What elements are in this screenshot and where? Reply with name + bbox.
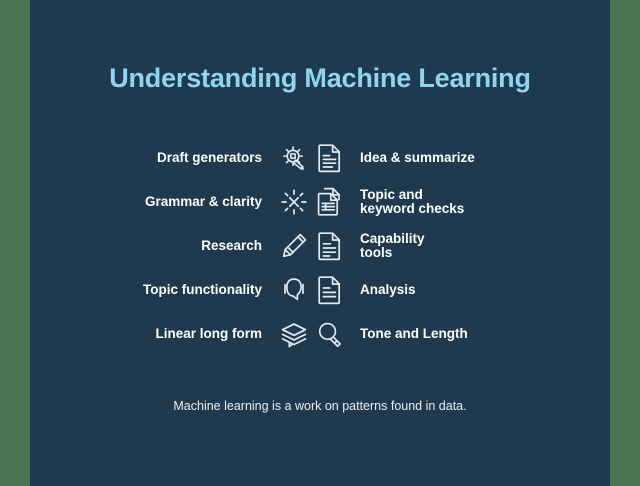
right-item-idea-summarize[interactable]: Idea & summarize: [312, 143, 610, 173]
left-item-label: Topic functionality: [143, 281, 262, 297]
left-item-topic-functionality[interactable]: Topic functionality: [30, 275, 312, 305]
sun-gear-pen-icon: [276, 143, 312, 173]
document-table-icon: [312, 187, 348, 217]
left-item-label: Research: [201, 237, 262, 253]
feature-row: Grammar & clarity: [30, 180, 610, 224]
left-item-draft-generators[interactable]: Draft generators: [30, 143, 312, 173]
magnifier-icon: [312, 319, 348, 349]
feature-row: Draft generators: [30, 136, 610, 180]
left-item-label: Linear long form: [155, 325, 262, 341]
left-item-label: Grammar & clarity: [144, 193, 262, 209]
left-item-grammar-clarity[interactable]: Grammar & clarity: [30, 187, 312, 217]
right-item-analysis[interactable]: Analysis: [312, 275, 610, 305]
footer-caption: Machine learning is a work on patterns f…: [173, 399, 467, 413]
page-title: Understanding Machine Learning: [109, 63, 531, 93]
left-item-linear-long-form[interactable]: Linear long form: [30, 319, 312, 349]
feature-row: Research: [30, 224, 610, 268]
speech-bubble-icon: [276, 275, 312, 305]
feature-row: Linear long form: [30, 312, 610, 356]
stacked-layers-icon: [276, 319, 312, 349]
feature-row: Topic functionality: [30, 268, 610, 312]
right-item-topic-keyword-checks[interactable]: Topic and keyword checks: [312, 187, 610, 217]
right-item-label: Capability tools: [360, 230, 425, 260]
left-item-label: Draft generators: [156, 149, 262, 165]
pencil-icon: [276, 231, 312, 261]
right-item-label: Topic and keyword checks: [360, 186, 465, 216]
sparkle-burst-icon: [276, 187, 312, 217]
right-item-label: Tone and Length: [360, 325, 468, 341]
document-lines-icon: [312, 231, 348, 261]
right-item-tone-and-length[interactable]: Tone and Length: [312, 319, 610, 349]
right-item-label: Analysis: [360, 281, 416, 297]
document-lines-icon: [312, 275, 348, 305]
right-item-label: Idea & summarize: [360, 149, 475, 165]
left-item-research[interactable]: Research: [30, 231, 312, 261]
document-lines-icon: [312, 143, 348, 173]
right-item-capability-tools[interactable]: Capability tools: [312, 231, 610, 261]
slide-panel: Understanding Machine Learning Draft gen…: [30, 0, 610, 486]
feature-grid: Draft generators: [30, 136, 610, 356]
